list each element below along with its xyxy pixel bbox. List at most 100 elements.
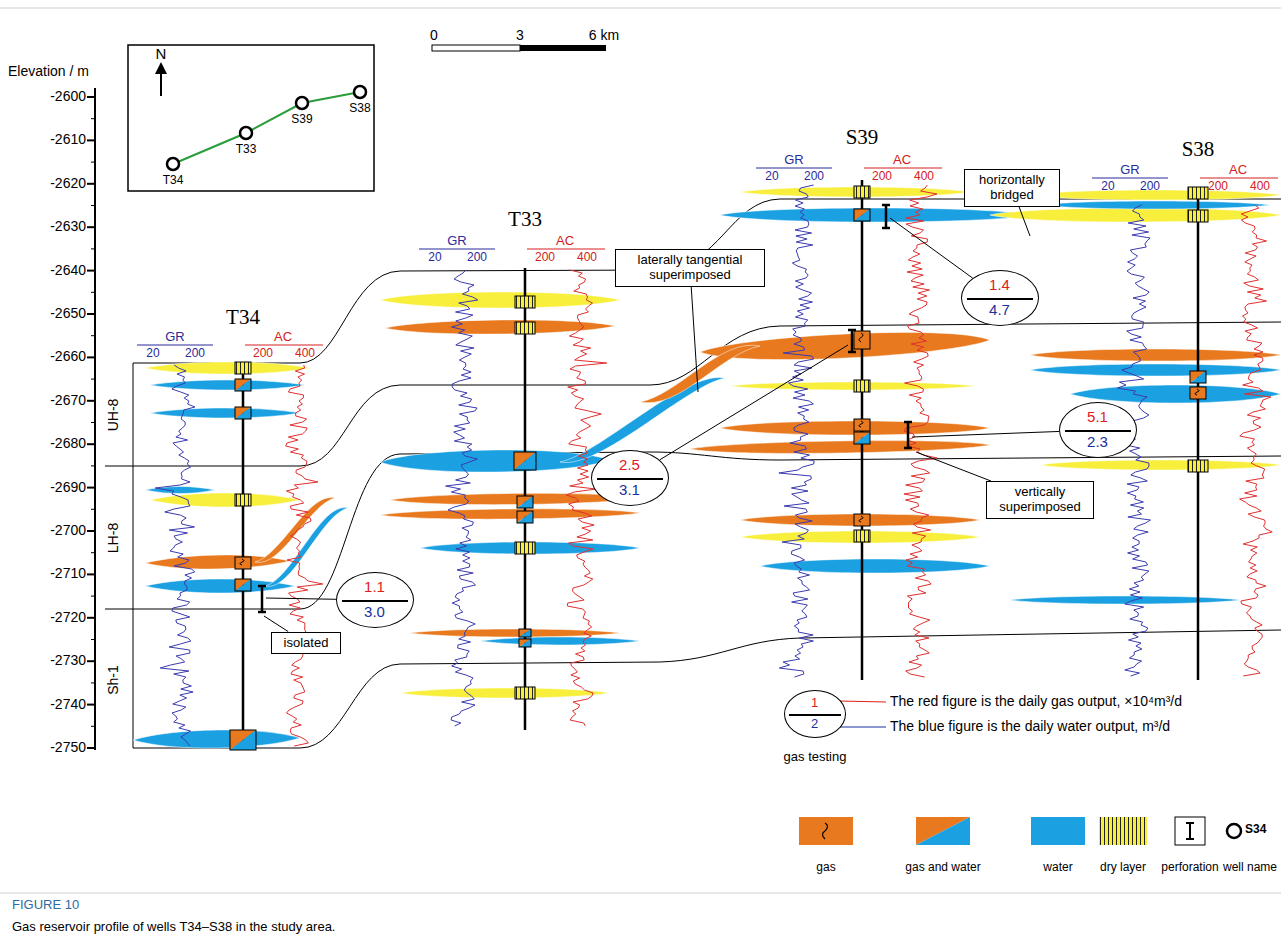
- axis-minor-tick: [91, 162, 95, 163]
- scale-value: 3: [516, 28, 524, 43]
- axis-minor-tick: [91, 248, 95, 249]
- log-name: GR: [784, 153, 804, 167]
- legend-label: perforation: [1161, 861, 1218, 874]
- axis-value: -2600: [50, 89, 86, 104]
- well-bore: [1197, 196, 1200, 680]
- log-name: AC: [274, 330, 292, 344]
- axis-tick: [87, 356, 95, 358]
- sand-body: [380, 292, 620, 308]
- log-scale: 20: [1101, 180, 1114, 193]
- axis-minor-tick: [91, 682, 95, 683]
- gas-symbol: [859, 516, 863, 522]
- dry-marker: [515, 322, 535, 334]
- dry-marker: [515, 687, 535, 699]
- sand-body: [400, 688, 610, 698]
- gas-water-marker: [854, 209, 870, 221]
- inset-well-name: S38: [349, 102, 370, 115]
- gas-water-marker: [235, 379, 251, 391]
- sand-body: [1040, 460, 1281, 470]
- gas-test-value: 2: [811, 717, 818, 731]
- callout-box: vertically superimposed: [986, 481, 1094, 519]
- legend-sample-text: S34: [1245, 823, 1266, 836]
- marker-frame: [1190, 371, 1206, 383]
- sand-body: [150, 408, 300, 418]
- axis-title: Elevation / m: [8, 64, 89, 79]
- log-scale: 400: [577, 251, 597, 264]
- gas-test-value: 1: [811, 696, 818, 710]
- legend-leader: [839, 701, 886, 702]
- sand-body: [720, 208, 1030, 222]
- ellipse-divider: [789, 714, 842, 716]
- log-header-line: [137, 345, 213, 346]
- legend-sample: [1175, 817, 1205, 845]
- sand-body: [1070, 385, 1281, 403]
- gas-test-ellipse: 1.13.0: [336, 572, 414, 628]
- gas-water-marker: [519, 639, 531, 647]
- axis-value: -2710: [50, 567, 86, 582]
- gas-test-value: 2.5: [619, 457, 640, 474]
- legend-note: The red figure is the daily gas output, …: [890, 694, 1182, 709]
- legend-sample: [1189, 823, 1191, 839]
- strata-boundary: [133, 452, 1281, 609]
- frame-line: [0, 893, 1281, 894]
- gas-test-value: 1.1: [364, 579, 385, 596]
- axis-tick: [87, 443, 95, 445]
- axis-minor-tick: [91, 596, 95, 597]
- scale-value: 6 km: [589, 28, 619, 43]
- axis-value: -2670: [50, 393, 86, 408]
- perforation-mark: [261, 586, 264, 612]
- gas-test-value: 1.4: [989, 277, 1010, 294]
- axis-minor-tick: [91, 379, 95, 380]
- well-location: [296, 97, 308, 109]
- gas-water-marker: [235, 579, 251, 591]
- legend-swatch: [799, 817, 853, 845]
- dry-marker: [235, 494, 251, 506]
- gas-symbol: [823, 823, 828, 839]
- axis-minor-tick: [91, 465, 95, 466]
- zone-name: LH-8: [106, 523, 121, 553]
- inset-well-name: T34: [163, 174, 184, 187]
- axis-value: -2730: [50, 653, 86, 668]
- log-name: GR: [1120, 163, 1140, 177]
- axis-value: -2610: [50, 133, 86, 148]
- gas-water-marker: [519, 629, 531, 637]
- dry-marker: [854, 530, 870, 542]
- gas-water-marker: [854, 432, 870, 444]
- axis-tick: [87, 400, 95, 402]
- axis-value: -2740: [50, 697, 86, 712]
- gas-test-value: 4.7: [989, 302, 1010, 319]
- axis-minor-tick: [91, 422, 95, 423]
- well-name: T33: [508, 208, 542, 231]
- gas-water-marker: [514, 452, 536, 470]
- legend-label: gas: [816, 861, 835, 874]
- marker-frame: [514, 452, 536, 470]
- inset-well-name: T33: [236, 143, 257, 156]
- marker-frame: [230, 730, 256, 750]
- ellipse-divider: [1065, 430, 1132, 432]
- well-name: T34: [226, 306, 260, 329]
- sand-body: [145, 362, 310, 374]
- legend-sample: [1099, 817, 1147, 845]
- callout-text: horizontally bridged: [970, 173, 1054, 203]
- inset-frame: [128, 45, 374, 191]
- callout-box: isolated: [271, 632, 341, 655]
- perforation-cap: [904, 447, 912, 450]
- dry-marker: [515, 542, 535, 554]
- test-leader: [660, 345, 848, 460]
- log-scale: 200: [1140, 180, 1160, 193]
- log-curve: [286, 365, 323, 746]
- log-scale: 20: [765, 170, 778, 183]
- axis-tick: [87, 617, 95, 619]
- axis-value: -2750: [50, 740, 86, 755]
- axis-value: -2630: [50, 219, 86, 234]
- axis-value: -2620: [50, 176, 86, 191]
- gas-test-value: 3.0: [364, 604, 385, 621]
- log-name: GR: [165, 330, 185, 344]
- axis-tick: [87, 96, 95, 98]
- log-scale: 200: [872, 170, 892, 183]
- axis-tick: [87, 660, 95, 662]
- strata-boundary: [133, 199, 1281, 363]
- perforation-cap: [848, 351, 856, 354]
- axis-minor-tick: [91, 639, 95, 640]
- log-scale: 20: [428, 251, 441, 264]
